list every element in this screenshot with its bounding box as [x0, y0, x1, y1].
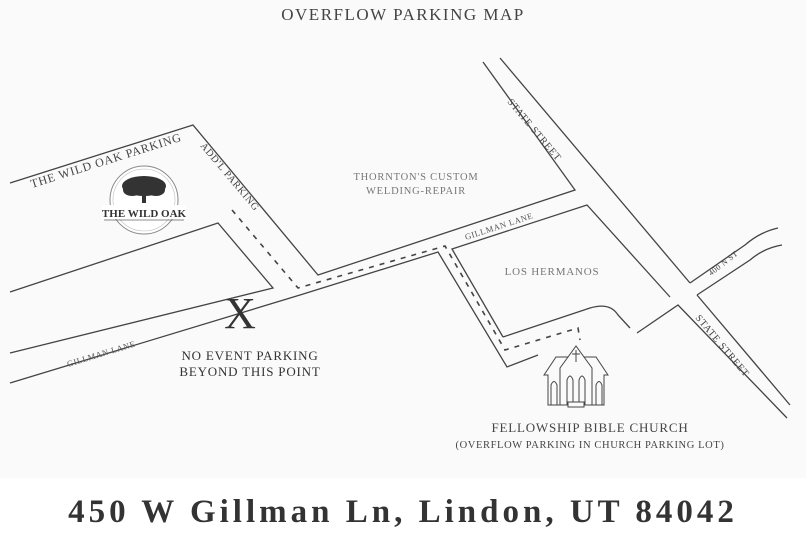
no-parking-x-marker: X: [224, 289, 256, 338]
400n-street-label: 400 N ST: [707, 249, 740, 278]
inner-block-edge: [9, 222, 275, 354]
los-hermanos-south-edge: [502, 305, 631, 338]
church-note-label: (OVERFLOW PARKING IN CHURCH PARKING LOT): [456, 440, 725, 451]
no-parking-line1: NO EVENT PARKING: [181, 348, 318, 363]
state-street-east-lower: [696, 294, 791, 406]
state-street-east-upper: [499, 57, 691, 284]
state-street-south-label: STATE STREET: [693, 313, 752, 380]
gillman-lane-west-label: GILLMAN LANE: [66, 339, 137, 369]
thorntons-label-line1: THORNTON'S CUSTOM: [353, 172, 478, 183]
wild-oak-block-edge: [9, 61, 577, 276]
route-dashed-line: [231, 209, 581, 351]
no-parking-line2: BEYOND THIS POINT: [179, 364, 320, 379]
map-title: OVERFLOW PARKING MAP: [281, 5, 524, 24]
logo-text: THE WILD OAK: [102, 208, 187, 220]
road-outlines: [9, 57, 791, 419]
thorntons-label-line2: WELDING-REPAIR: [366, 186, 466, 197]
church-icon: [543, 345, 609, 408]
state-street-west-lower: [636, 304, 788, 419]
map-drawing: OVERFLOW PARKING MAP THE WILD OAK PARKIN…: [9, 5, 791, 451]
400n-north-edge: [689, 227, 779, 284]
addl-parking-label: ADD'L PARKING: [198, 141, 261, 214]
state-street-north-label: STATE STREET: [505, 97, 564, 164]
los-hermanos-label: LOS HERMANOS: [505, 266, 600, 278]
church-name-label: FELLOWSHIP BIBLE CHURCH: [491, 420, 688, 435]
oak-tree-logo: THE WILD OAK: [102, 165, 187, 235]
400n-south-edge: [696, 244, 783, 296]
venue-address: 450 W Gillman Ln, Lindon, UT 84042: [68, 494, 738, 530]
parking-map: OVERFLOW PARKING MAP THE WILD OAK PARKIN…: [9, 5, 791, 451]
los-hermanos-block: [451, 204, 671, 338]
parking-route: [231, 209, 581, 351]
gillman-lane-south-edge: [9, 251, 539, 384]
